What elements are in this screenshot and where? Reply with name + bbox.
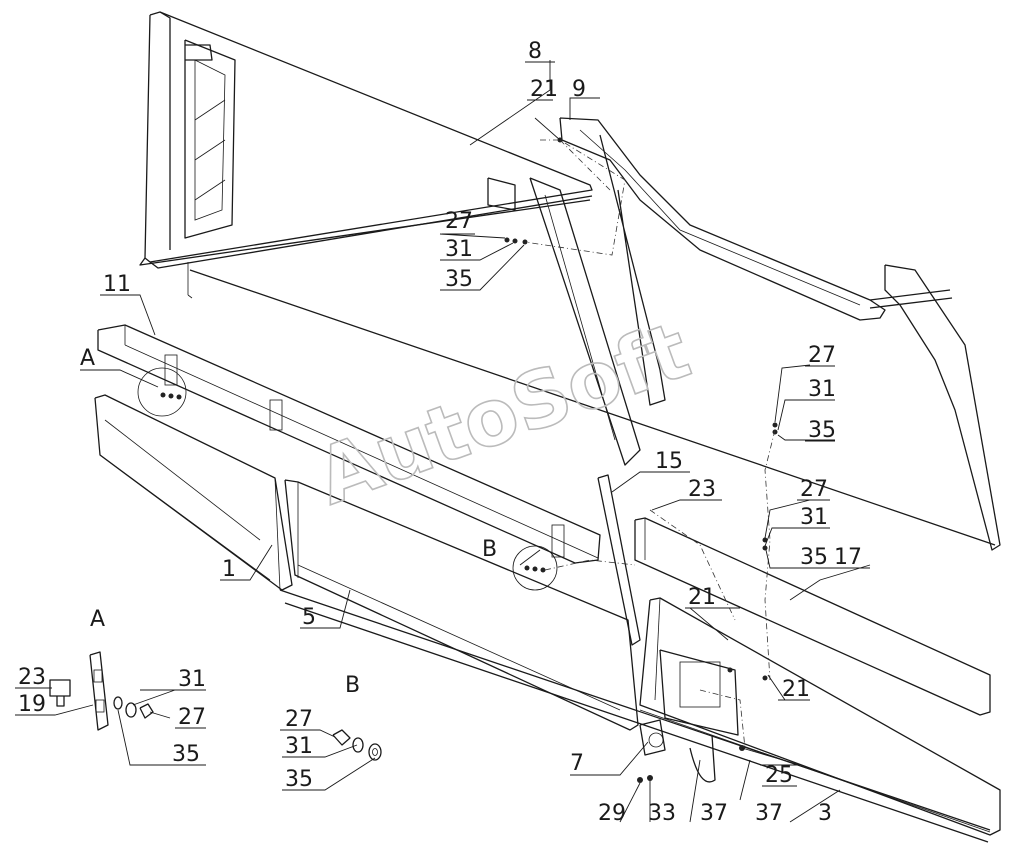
callout-31: 31 — [445, 237, 473, 262]
callout-35: 35 — [808, 418, 836, 443]
bar-part-15 — [597, 474, 641, 646]
bracket-part-7 — [639, 649, 739, 783]
callout-37: 37 — [700, 801, 728, 826]
callout-35: 35 — [800, 545, 828, 570]
callout-7: 7 — [570, 751, 584, 776]
callout-33: 33 — [648, 801, 676, 826]
callout-29: 29 — [598, 801, 626, 826]
callout-labels: 8 21 9 27 31 35 11 A 1 5 15 23 B 27 31 3… — [80, 39, 868, 826]
callout-25: 25 — [765, 763, 793, 788]
callout-5: 5 — [302, 605, 316, 630]
callout-31: 31 — [178, 667, 206, 692]
callout-21: 21 — [782, 677, 810, 702]
callout-35: 35 — [172, 742, 200, 767]
callout-11: 11 — [103, 272, 131, 297]
callout-37: 37 — [755, 801, 783, 826]
detail-title-a: A — [90, 607, 105, 632]
callout-15: 15 — [655, 449, 683, 474]
callout-31: 31 — [285, 734, 313, 759]
callout-1: 1 — [222, 557, 236, 582]
rail-part-11 — [97, 324, 601, 564]
detail-labels: A B 23 19 31 27 35 27 31 35 — [15, 607, 360, 792]
detail-view-a — [49, 651, 154, 731]
callout-27: 27 — [800, 477, 828, 502]
callout-9: 9 — [572, 77, 586, 102]
frame-part-8 — [139, 11, 641, 466]
detail-title-b: B — [345, 673, 360, 698]
leader-lines — [15, 60, 871, 823]
detail-circle-b — [512, 545, 558, 591]
panel-part-5 — [284, 479, 639, 731]
callout-27: 27 — [808, 343, 836, 368]
callout-31: 31 — [808, 377, 836, 402]
assembly-dash-lines — [524, 139, 776, 749]
callout-27: 27 — [285, 707, 313, 732]
callout-27: 27 — [178, 705, 206, 730]
callout-31: 31 — [800, 505, 828, 530]
callout-17: 17 — [834, 545, 862, 570]
watermark-text: AutoSoft — [306, 306, 701, 523]
frame-rail-lower — [189, 269, 996, 546]
callout-23: 23 — [688, 477, 716, 502]
callout-8: 8 — [528, 39, 542, 64]
detail-view-b — [332, 729, 382, 761]
hardware-markers — [160, 137, 778, 783]
callout-21: 21 — [688, 585, 716, 610]
callout-23: 23 — [18, 665, 46, 690]
callout-27: 27 — [445, 209, 473, 234]
detail-circle-a — [137, 367, 187, 417]
callout-35: 35 — [445, 267, 473, 292]
detail-label-b-main: B — [482, 537, 497, 562]
callout-21: 21 — [530, 77, 558, 102]
detail-label-a-main: A — [80, 346, 95, 371]
callout-3: 3 — [818, 801, 832, 826]
callout-19: 19 — [18, 692, 46, 717]
frame-part-9 — [559, 117, 1001, 551]
frame-part-3 — [279, 589, 1001, 843]
panel-part-17 — [634, 517, 991, 716]
panel-part-1 — [94, 394, 293, 591]
callout-35: 35 — [285, 767, 313, 792]
